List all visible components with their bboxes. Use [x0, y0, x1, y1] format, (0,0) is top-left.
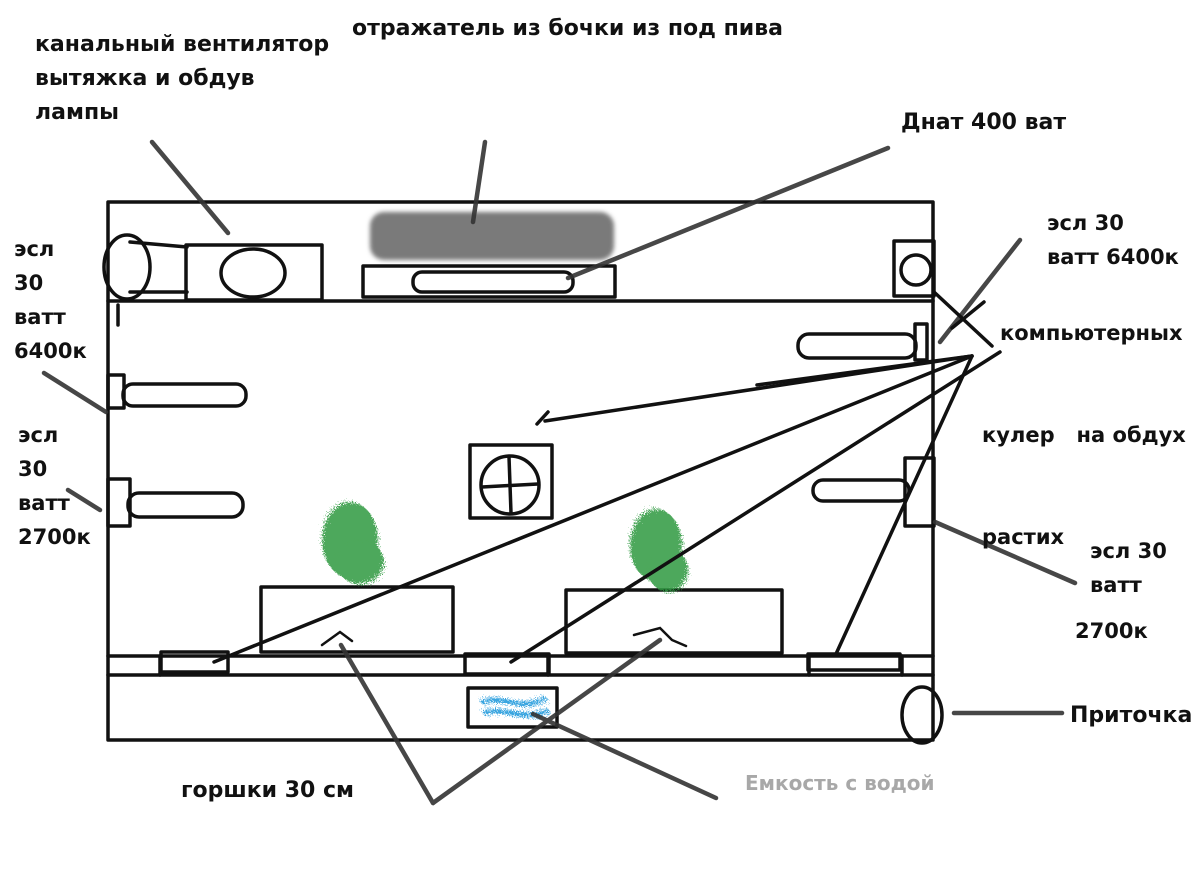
label-coolers-line3: растих [982, 525, 1065, 549]
label-esl-left-top-line4: 6400к [14, 339, 87, 363]
label-esl-right-top-line1: эсл 30 [1047, 211, 1124, 235]
label-esl-left-top-line2: 30 [14, 271, 44, 295]
label-water-tank: Емкость с водой [745, 766, 935, 800]
label-esl-right-bottom-line1: эсл 30 [1090, 539, 1167, 563]
cfl-left-bottom [126, 491, 245, 519]
leader-lamp [565, 145, 891, 281]
leader-pots-1 [338, 642, 436, 806]
label-esl-left-top: эсл 30 ватт 6400к [14, 232, 87, 368]
label-esl-left-bottom-line4: 2700к [18, 525, 91, 549]
label-coolers-line1: компьютерных [1000, 321, 1183, 345]
cfl-right-bottom-socket [903, 456, 936, 528]
label-esl-right-top-line2: ватт 6400к [1047, 245, 1179, 269]
label-esl-right-bottom-line2: ватт [1090, 573, 1142, 597]
top-right-fan-icon [899, 253, 933, 287]
beer-keg-reflector [370, 212, 614, 260]
label-hps-lamp: Днат 400 ват [901, 106, 1066, 140]
label-water-tank-text: Емкость с водой [745, 771, 935, 795]
label-duct-fan: канальный вентилятор вытяжка и обдув лам… [35, 28, 329, 130]
leader-cooler-5 [834, 354, 974, 656]
label-esl-left-top-line3: ватт [14, 305, 66, 329]
label-coolers-2: кулер на обдух растих [982, 350, 1194, 588]
label-pots: горшки 30 см [181, 774, 354, 808]
label-esl-right-bottom-b: 2700к [1075, 614, 1148, 648]
pot-left [259, 585, 455, 654]
label-esl-right-bottom-line3: 2700к [1075, 619, 1148, 643]
label-hps-lamp-text: Днат 400 ват [901, 110, 1067, 135]
hps-lamp [411, 270, 575, 294]
top-right-fan-frame [892, 239, 936, 298]
label-intake-text: Приточка [1070, 703, 1193, 728]
label-esl-left-bottom: эсл 30 ватт 2700к [18, 418, 91, 554]
label-duct-fan-line3: лампы [35, 100, 120, 125]
water-container [466, 686, 559, 729]
label-coolers: компьютерных [1000, 316, 1190, 350]
leader-reflector [470, 139, 488, 225]
label-esl-right-bottom-a: эсл 30 ватт [1090, 534, 1167, 602]
label-esl-left-bottom-line1: эсл [18, 423, 59, 447]
label-duct-fan-line1: канальный вентилятор [35, 32, 330, 57]
leader-fan [149, 139, 231, 236]
leader-esl-left-top [41, 370, 109, 415]
label-intake: Приточка [1070, 699, 1192, 733]
label-esl-right-top: эсл 30 ватт 6400к [1047, 206, 1179, 274]
cfl-left-top [121, 382, 248, 408]
leader-esl-right-bottom [932, 519, 1078, 586]
leader-cooler-2 [543, 354, 974, 423]
label-reflector-text: отражатель из бочки из под пива [352, 16, 783, 41]
cfl-right-bottom [811, 478, 911, 503]
duct-fan-body [184, 243, 324, 302]
lamp-holder [361, 264, 617, 299]
label-pots-text: горшки 30 см [181, 778, 355, 803]
label-duct-fan-line2: вытяжка и обдув [35, 66, 255, 91]
duct-fan-rotor [219, 247, 287, 299]
computer-cooler-frame [468, 443, 554, 520]
pot-right [564, 588, 784, 655]
leader-cooler-4 [509, 350, 1002, 664]
leader-water [530, 711, 719, 801]
leader-cooler-3 [212, 354, 974, 664]
leader-esl-left-bottom [65, 487, 103, 513]
intake-opening [900, 685, 944, 745]
label-esl-left-top-line1: эсл [14, 237, 55, 261]
water-fill [480, 696, 548, 707]
label-coolers-line2: кулер на обдух [982, 423, 1186, 447]
label-esl-left-bottom-line2: 30 [18, 457, 48, 481]
duct-fan-inlet [102, 233, 152, 301]
label-esl-left-bottom-line3: ватт [18, 491, 70, 515]
cfl-right-top [796, 332, 918, 360]
label-reflector: отражатель из бочки из под пива [352, 12, 783, 46]
cfl-left-bottom-socket [106, 477, 132, 528]
